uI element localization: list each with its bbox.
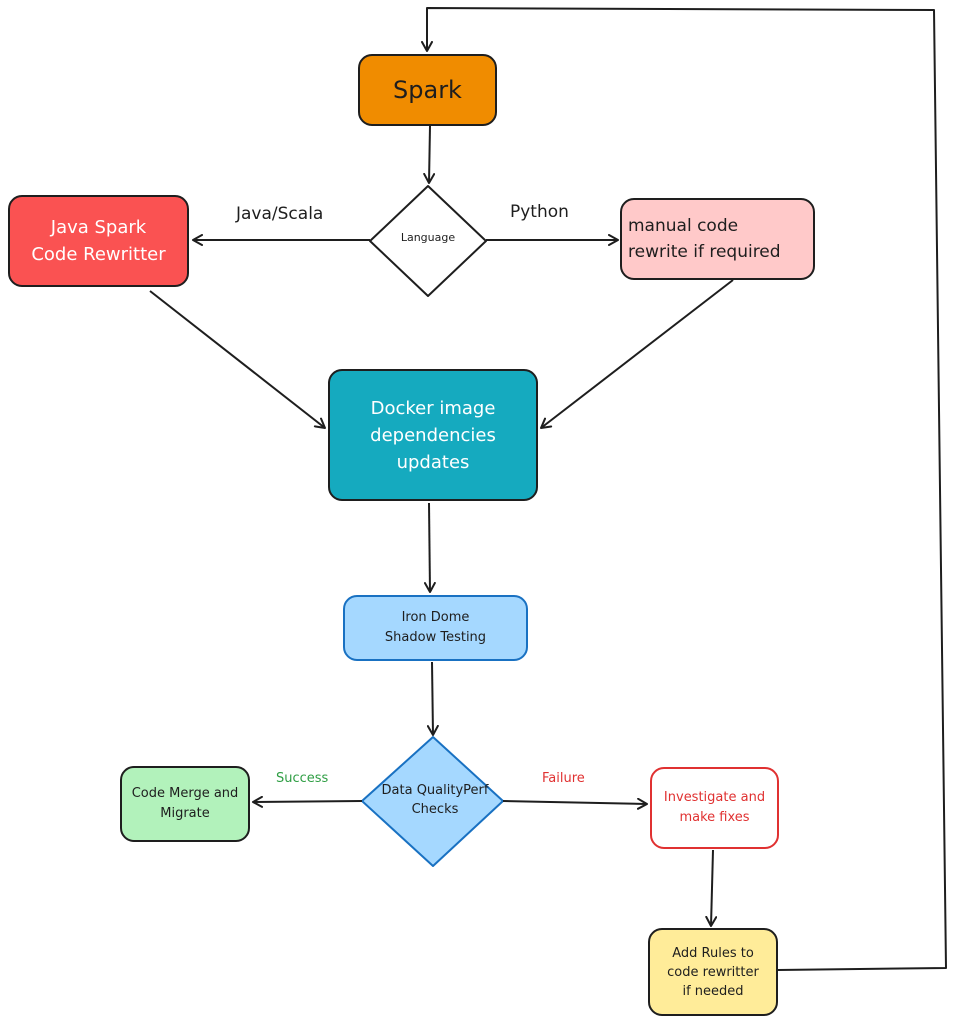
data-quality-diamond [361, 736, 504, 867]
data-quality-decision-label: Data QualityPerf Checks [362, 781, 508, 819]
node-text-line: code rewritter [667, 964, 759, 980]
edge-docker-to-iron [423, 502, 436, 593]
node-text-line: Docker image [370, 397, 496, 419]
edge-investigate-to-rules [705, 849, 718, 927]
node-text-line: Perf Checks [411, 783, 489, 817]
language-diamond [369, 185, 487, 297]
node-text-line: updates [396, 451, 470, 473]
edge-java-to-docker [149, 290, 326, 429]
spark-node: Spark [358, 54, 497, 126]
edge-label-python: Python [510, 202, 569, 222]
node-text-line: rewrite if required [628, 242, 781, 262]
add-rules-node: Add Rules to code rewritter if needed [648, 928, 778, 1016]
node-text-line: if needed [682, 983, 744, 999]
node-text-line: Investigate and [663, 790, 766, 805]
node-text-line: Code Rewritter [31, 244, 166, 265]
edge-iron-to-dq [426, 661, 439, 736]
node-text-line: manual code [628, 216, 739, 236]
edge-label-java-scala: Java/Scala [236, 204, 324, 224]
node-text-line: make fixes [679, 810, 750, 825]
node-text-line: Shadow Testing [384, 630, 487, 645]
node-text-line: Migrate [160, 806, 210, 821]
edge-label-failure: Failure [542, 771, 585, 786]
node-text-line: Add Rules to [672, 945, 754, 961]
edge-dq-to-investigate [502, 797, 648, 810]
docker-image-updates-node: Docker image dependencies updates [328, 369, 538, 501]
node-text-line: Code Merge and [131, 786, 239, 801]
node-text-line: Iron Dome [401, 610, 470, 625]
language-decision-label: Language [380, 231, 476, 244]
edge-manual-to-docker [540, 279, 734, 429]
edge-label-success: Success [276, 771, 329, 786]
node-text-line: Language [400, 231, 456, 244]
node-text-line: dependencies [370, 424, 496, 446]
node-text-line: Data Quality [381, 783, 464, 798]
edge-spark-to-language [423, 125, 436, 184]
node-text-line: Java Spark [50, 217, 147, 238]
node-text-line: Spark [393, 76, 462, 104]
investigate-make-fixes-node: Investigate and make fixes [650, 767, 779, 849]
manual-code-rewrite-node: manual code rewrite if required [620, 198, 815, 280]
edge-dq-to-merge [252, 795, 363, 808]
edge-rules-loop-to-spark [421, 7, 947, 971]
